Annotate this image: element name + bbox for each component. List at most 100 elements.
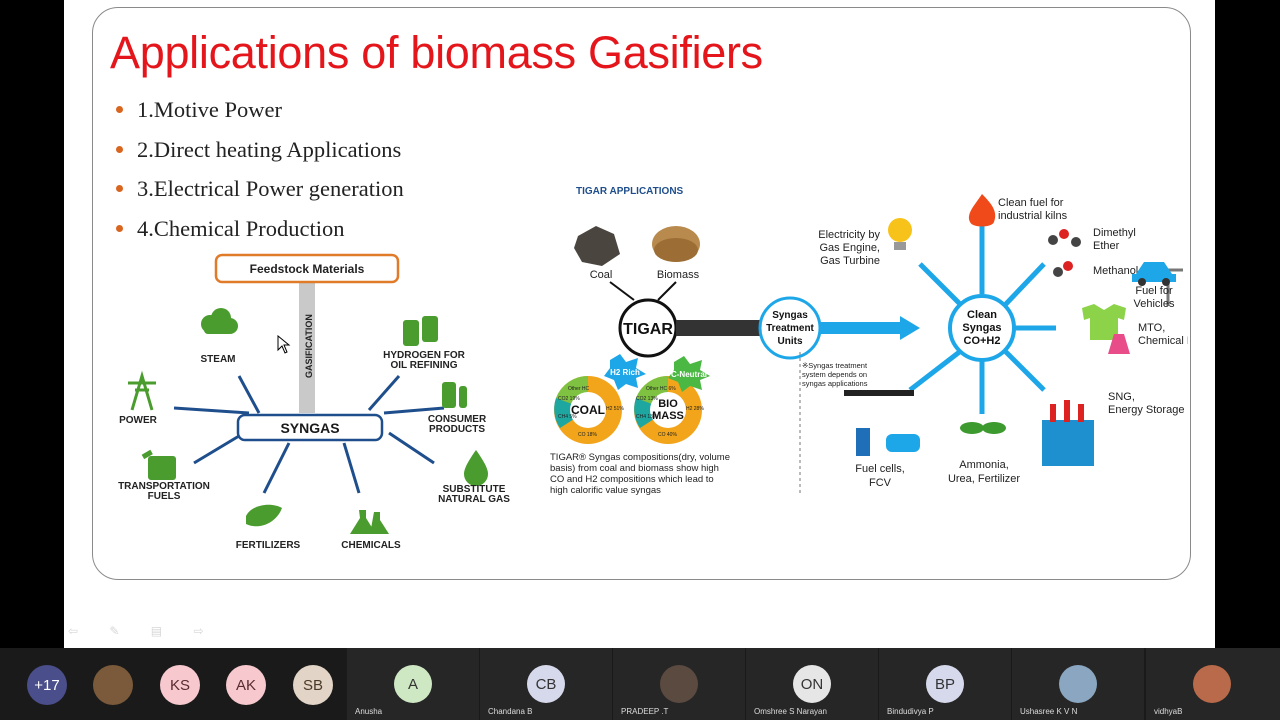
tshirt-icon [1082,304,1126,340]
lightbulb-icon [888,218,912,250]
avatar[interactable] [93,665,133,705]
biomass-pellets-icon [652,226,700,262]
more-participants-button[interactable]: +17 [27,665,67,705]
sprout-icon [960,422,1006,434]
participant-tile[interactable]: CB Chandana B [480,648,612,720]
participant-tile[interactable]: BP Bindudivya P [879,648,1011,720]
participant-name: Anusha [355,707,383,716]
syngas-center: SYNGAS [280,420,339,436]
leaf-icon [246,504,282,527]
svg-text:H2 51%: H2 51% [606,406,624,412]
sng-label: SNG,Energy Storage [1108,391,1184,416]
participant-tile[interactable]: ON Omshree S Narayan [746,648,878,720]
participant-name: Bindudivya P [887,707,934,716]
power-tower-icon [128,370,156,411]
avatar: CB [527,665,565,703]
participant-name: vidhyaB [1154,707,1183,716]
participant-name: Ushasree K V N [1020,707,1078,716]
avatar [1193,665,1231,703]
bullet-dot [116,106,123,114]
tigar-header: TIGAR APPLICATIONS [576,186,684,197]
svg-text:CO2 19%: CO2 19% [558,396,580,402]
c-neutral-badge: C-Neutral [668,356,710,392]
svg-text:CO 40%: CO 40% [658,432,677,438]
participant-tile[interactable]: PRADEEP .T [613,648,745,720]
bullet-text: 3.Electrical Power generation [137,176,404,201]
participant-name: Omshree S Narayan [754,707,827,716]
gas-drop-icon [464,450,488,486]
avatar [660,665,698,703]
biomass-label: Biomass [657,269,700,281]
shared-slide: Applications of biomass Gasifiers 1.Moti… [64,0,1215,648]
coal-composition-ring: COAL [554,375,622,444]
coal-icon [574,226,620,266]
slide-frame [92,7,1191,580]
flame-icon [968,194,996,227]
svg-text:CH4 13%: CH4 13% [636,414,658,420]
h2-rich-badge: H2 Rich [604,354,646,390]
tigar-diagram: TIGAR APPLICATIONS Coal Biomass TIGAR Sy… [550,186,1188,496]
slide-title: Applications of biomass Gasifiers [110,27,763,78]
mto-label: MTO,Chemical Feedstock [1138,322,1188,347]
avatar: ON [793,665,831,703]
svg-text:CH4 5%: CH4 5% [558,414,577,420]
molecule-icon [1048,229,1081,277]
mouse-cursor [277,335,291,354]
methanol-label: Methanol [1093,265,1138,277]
car-icon [1132,262,1176,286]
avatar[interactable]: AK [226,665,266,705]
biomass-segment-labels: Other HC 6%CO2 13% CH4 13%CO 40% H2 28% [636,386,704,438]
fuel-can-icon [141,449,176,480]
bullet-dot [116,225,123,233]
avatar[interactable]: SB [293,665,333,705]
syngas-diagram: GASIFICATION Feedstock Materials SYNGAS … [118,253,510,551]
slide-nav-controls[interactable]: ⇦ ✎ ▤ ⇨ [68,624,218,638]
feedstock-label: Feedstock Materials [250,262,365,276]
gasification-label: GASIFICATION [304,314,314,378]
bullet-dot [116,185,123,193]
svg-text:COAL: COAL [571,403,605,417]
participant-tile[interactable]: vidhyaB [1146,648,1280,720]
avatar [1059,665,1097,703]
svg-text:CO2 13%: CO2 13% [636,396,658,402]
fertilizers-label: FERTILIZERS [236,540,301,551]
avatar[interactable]: KS [160,665,200,705]
svg-text:H2 Rich: H2 Rich [610,368,640,377]
flask-icon [350,510,389,534]
svg-text:C-Neutral: C-Neutral [671,370,707,379]
bullet-text: 4.Chemical Production [137,216,345,241]
participant-name: PRADEEP .T [621,707,669,716]
bullet-dot [116,146,123,154]
avatar: A [394,665,432,703]
svg-text:H2 28%: H2 28% [686,406,704,412]
beaker-icon [1108,334,1130,354]
power-label: POWER [119,415,158,426]
bottle-icon [442,382,467,408]
participant-name: Chandana B [488,707,533,716]
avatar: BP [926,665,964,703]
svg-text:Other HC: Other HC [568,386,590,392]
svg-text:CO 18%: CO 18% [578,432,597,438]
steam-icon [201,308,238,334]
coal-label: Coal [590,269,613,281]
bullet-item: 4.Chemical Production [116,216,344,242]
barrels-icon [403,316,438,346]
fuel-cell-station-icon [844,390,920,456]
participant-tile[interactable]: Ushasree K V N [1012,648,1144,720]
participant-tile[interactable]: A Anusha [347,648,479,720]
coal-segment-labels: Other HC CO2 19% CH4 5% CO 18% H2 51% [558,386,624,438]
steam-label: STEAM [201,354,236,365]
bullet-item: 3.Electrical Power generation [116,176,404,202]
